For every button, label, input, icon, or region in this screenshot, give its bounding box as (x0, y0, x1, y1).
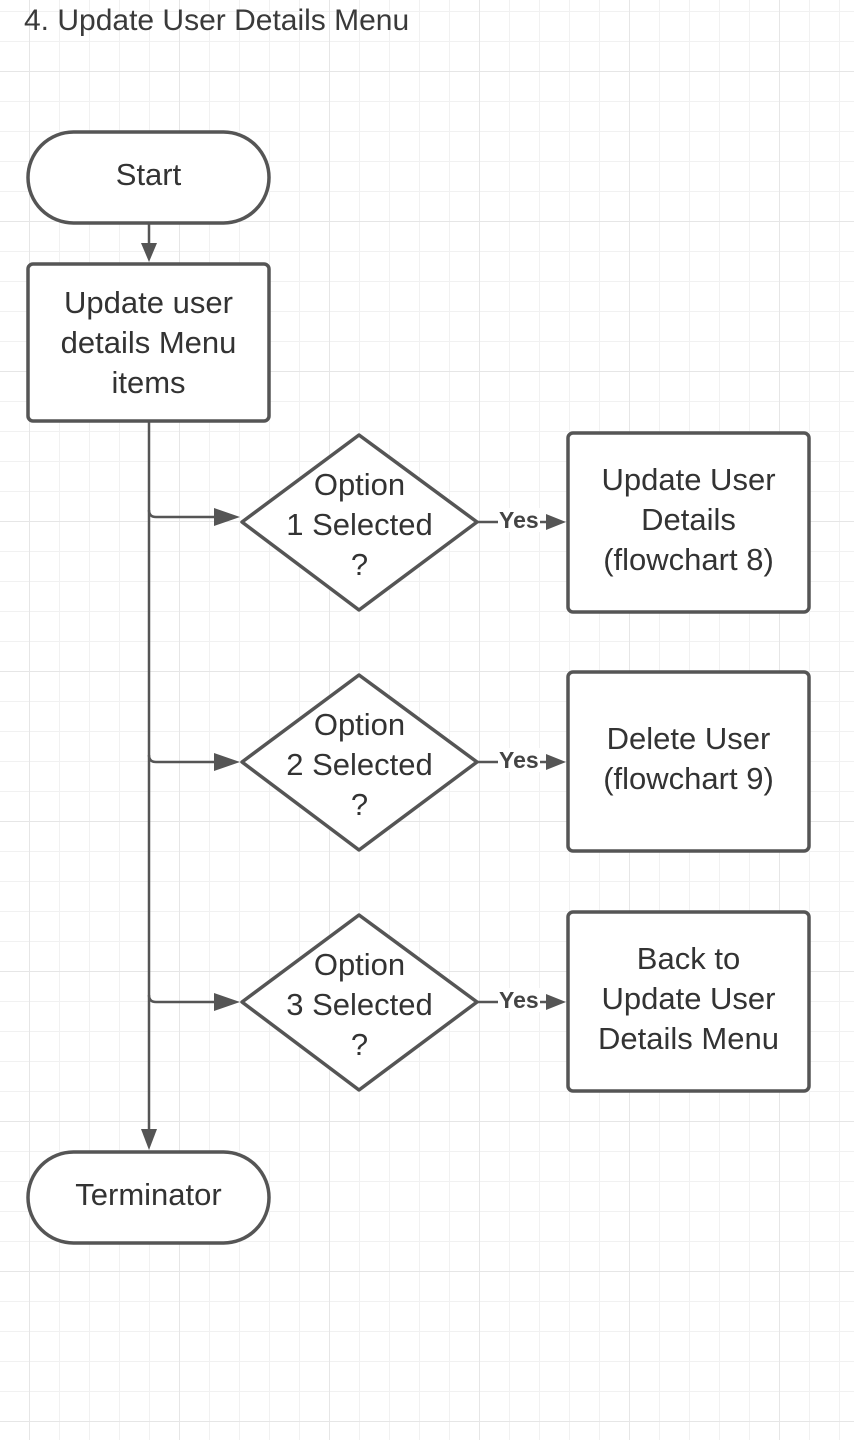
start-label: Start (115, 157, 182, 192)
arrowhead-action-2 (546, 754, 566, 770)
action-1-label: Update User Details (flowchart 8) (601, 462, 776, 577)
yes-label-1: Yes (498, 507, 540, 533)
arrowhead-decision-3 (214, 993, 240, 1011)
terminator-terminal-shape[interactable] (26, 1150, 271, 1245)
connector-menu-to-decision-1 (147, 509, 220, 519)
terminator-label: Terminator (75, 1177, 222, 1212)
arrowhead-menu (141, 243, 157, 262)
arrowhead-decision-2 (214, 753, 240, 771)
action-3-label: Back to Update User Details Menu (598, 941, 779, 1056)
decision-2-label: Option 2 Selected ? (286, 707, 433, 822)
decision-2-shape[interactable] (240, 673, 479, 852)
connector-menu-to-decision-2 (147, 754, 220, 764)
arrowhead-action-3 (546, 994, 566, 1010)
decision-1-label: Option 1 Selected ? (286, 467, 433, 582)
action-2-label: Delete User (flowchart 9) (603, 721, 774, 796)
decision-1-shape[interactable] (240, 433, 479, 612)
menu-label: Update user details Menu items (60, 284, 237, 400)
arrowhead-terminator (141, 1129, 157, 1150)
action-1-process-shape[interactable] (566, 431, 811, 614)
yes-label-3: Yes (498, 987, 540, 1013)
decision-3-label: Option 3 Selected ? (286, 947, 433, 1062)
arrowhead-action-1 (546, 514, 566, 530)
connector-menu-to-decision-3 (147, 994, 220, 1004)
arrowhead-decision-1 (214, 508, 240, 526)
yes-label-2: Yes (498, 747, 540, 773)
page-title: 4. Update User Details Menu (24, 4, 410, 37)
action-3-process-shape[interactable] (566, 910, 811, 1093)
decision-3-shape[interactable] (240, 913, 479, 1092)
action-2-process-shape[interactable] (566, 670, 811, 853)
